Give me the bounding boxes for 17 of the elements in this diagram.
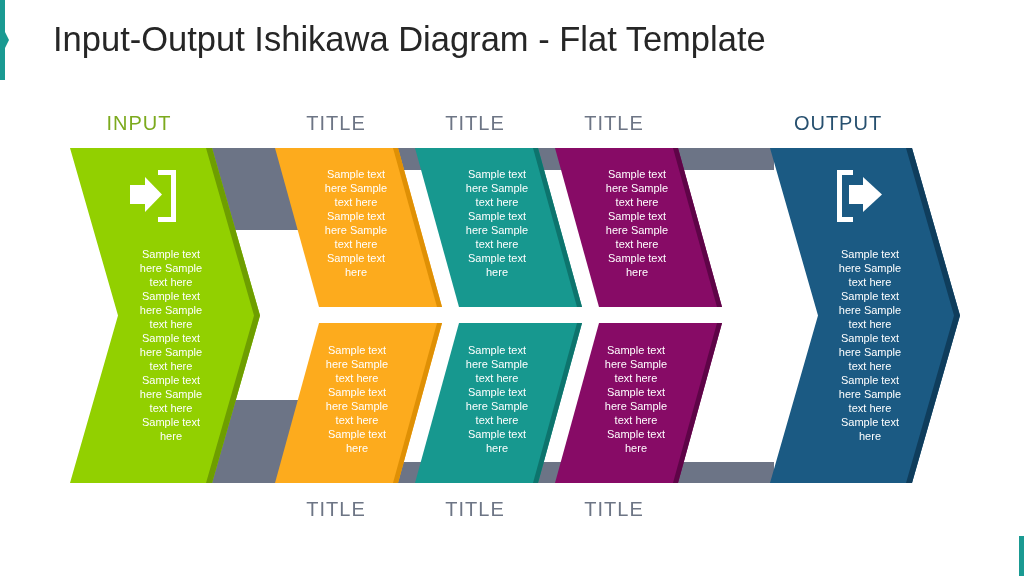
column-heading: TITLE xyxy=(306,113,366,133)
body-text: Sample text here Sample text here Sample text here Sample text here Sample text here xyxy=(603,343,669,455)
body-text: Sample text here Sample text here Sample text here Sample text here Sample text here Sample text here Sample text here Sample text here Sample text here xyxy=(837,247,903,443)
body-text: Sample text here Sample text here Sample text here Sample text here Sample text here xyxy=(464,343,530,455)
slide-title: Input-Output Ishikawa Diagram - Flat Template xyxy=(53,22,766,57)
column-heading: TITLE xyxy=(445,499,505,519)
body-text: Sample text here Sample text here Sample text here Sample text here Sample text here xyxy=(464,167,530,279)
column-heading: TITLE xyxy=(306,499,366,519)
body-text: Sample text here Sample text here Sample text here Sample text here Sample text here xyxy=(324,343,390,455)
body-text: Sample text here Sample text here Sample text here Sample text here Sample text here xyxy=(323,167,389,279)
body-text: Sample text here Sample text here Sample text here Sample text here Sample text here xyxy=(604,167,670,279)
column-heading: OUTPUT xyxy=(793,113,883,133)
column-heading: TITLE xyxy=(584,113,644,133)
column-heading: TITLE xyxy=(584,499,644,519)
column-heading: INPUT xyxy=(106,113,172,133)
column-heading: TITLE xyxy=(445,113,505,133)
body-text: Sample text here Sample text here Sample text here Sample text here Sample text here Sample text here Sample text here Sample text here Sample text here xyxy=(138,247,204,443)
